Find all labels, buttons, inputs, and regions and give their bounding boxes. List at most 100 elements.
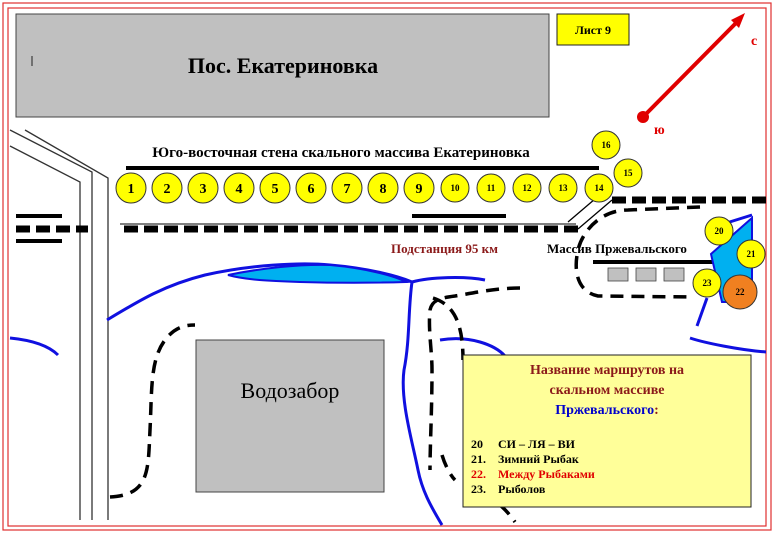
route-circle (151, 172, 183, 204)
legend-item-number: 23. (471, 482, 486, 496)
trails (109, 205, 701, 524)
route-number: 16 (602, 140, 612, 150)
route-marker-3: 3 (187, 172, 219, 204)
route-number: 22 (736, 287, 746, 297)
legend-item: 21. Зимний Рыбак (471, 452, 579, 466)
route-circle (403, 172, 435, 204)
village-name: Пос. Екатериновка (188, 53, 378, 78)
route-marker-21: 21 (736, 239, 766, 269)
route-number: 8 (380, 182, 387, 197)
route-marker-14: 14 (584, 173, 614, 203)
legend-title-line3: Пржевальского: (555, 403, 659, 418)
legend-massif-name: Пржевальского (555, 403, 654, 418)
route-number: 21 (747, 249, 757, 259)
legend-item-number: 21. (471, 452, 486, 466)
legend-item-name: Рыболов (498, 482, 546, 496)
route-circle (692, 268, 722, 298)
compass-north: с (751, 34, 757, 49)
legend-item-name: СИ – ЛЯ – ВИ (498, 437, 576, 451)
water-intake-block (195, 339, 385, 493)
route-circle (259, 172, 291, 204)
legend-title-line2: скальном массиве (550, 383, 665, 398)
water-intake-label: Водозабор (241, 378, 340, 403)
compass-origin (637, 111, 649, 123)
route-circle (331, 172, 363, 204)
route-circle (512, 173, 542, 203)
wall-title: Юго-восточная стена скального массива Ек… (152, 145, 530, 161)
route-circle (367, 172, 399, 204)
route-number: 3 (200, 182, 207, 197)
route-marker-6: 6 (295, 172, 327, 204)
route-circle (223, 172, 255, 204)
route-marker-4: 4 (223, 172, 255, 204)
legend-box (462, 354, 752, 508)
route-marker-11: 11 (476, 173, 506, 203)
route-circle (440, 173, 470, 203)
road-left-edge (9, 129, 93, 520)
route-marker-13: 13 (548, 173, 578, 203)
route-marker-2: 2 (151, 172, 183, 204)
road-inner-edge (9, 145, 81, 520)
route-number: 20 (715, 226, 725, 236)
road-right-edge (24, 129, 109, 520)
route-number: 6 (308, 182, 315, 197)
route-marker-23: 23 (692, 268, 722, 298)
route-marker-7: 7 (331, 172, 363, 204)
route-marker-10: 10 (440, 173, 470, 203)
building-2 (635, 267, 657, 282)
route-circle (476, 173, 506, 203)
route-circle (115, 172, 147, 204)
legend-item: 22.Между Рыбаками (471, 467, 595, 481)
route-number: 14 (595, 183, 605, 193)
lake (227, 263, 410, 284)
compass-south: ю (654, 123, 665, 138)
route-circle (548, 173, 578, 203)
substation-label: Подстанция 95 км (391, 241, 498, 256)
route-circle (584, 173, 614, 203)
route-marker-15: 15 (613, 158, 643, 188)
legend-item-name: Зимний Рыбак (498, 452, 579, 466)
building-1 (607, 267, 629, 282)
compass-arrow (641, 20, 739, 119)
route-number: 12 (523, 183, 533, 193)
route-circle (591, 130, 621, 160)
legend-item: 20 СИ – ЛЯ – ВИ (471, 437, 576, 451)
sheet-label: Лист 9 (575, 23, 611, 37)
routes-massif: 20 21 23 22 (692, 216, 766, 310)
inner-frame (7, 7, 767, 527)
route-circle (704, 216, 734, 246)
route-marker-16: 16 (591, 130, 621, 160)
legend-item-name: Между Рыбаками (498, 467, 595, 481)
route-circle (736, 239, 766, 269)
route-circle (187, 172, 219, 204)
building-3 (663, 267, 685, 282)
route-number: 9 (416, 182, 423, 197)
route-circle (613, 158, 643, 188)
legend-title-line1: Название маршрутов на (530, 363, 684, 378)
village-block (15, 13, 550, 118)
route-number: 15 (624, 168, 634, 178)
route-marker-8: 8 (367, 172, 399, 204)
legend-item: 23. Рыболов (471, 482, 546, 496)
route-marker-5: 5 (259, 172, 291, 204)
massif-label: Массив Пржевальского (547, 241, 687, 256)
route-marker-12: 12 (512, 173, 542, 203)
route-number: 23 (703, 278, 713, 288)
route-number: 13 (559, 183, 569, 193)
route-number: 11 (487, 183, 496, 193)
route-marker-22: 22 (722, 274, 758, 310)
outer-frame (2, 2, 772, 531)
legend-title-colon: : (654, 403, 659, 418)
route-marker-20: 20 (704, 216, 734, 246)
legend-item-number: 20 (471, 437, 483, 451)
sheet-box (556, 13, 630, 46)
route-number: 4 (236, 182, 243, 197)
route-number: 2 (164, 182, 171, 197)
route-number: 7 (344, 182, 351, 197)
route-number: 10 (451, 183, 461, 193)
route-circle (722, 274, 758, 310)
